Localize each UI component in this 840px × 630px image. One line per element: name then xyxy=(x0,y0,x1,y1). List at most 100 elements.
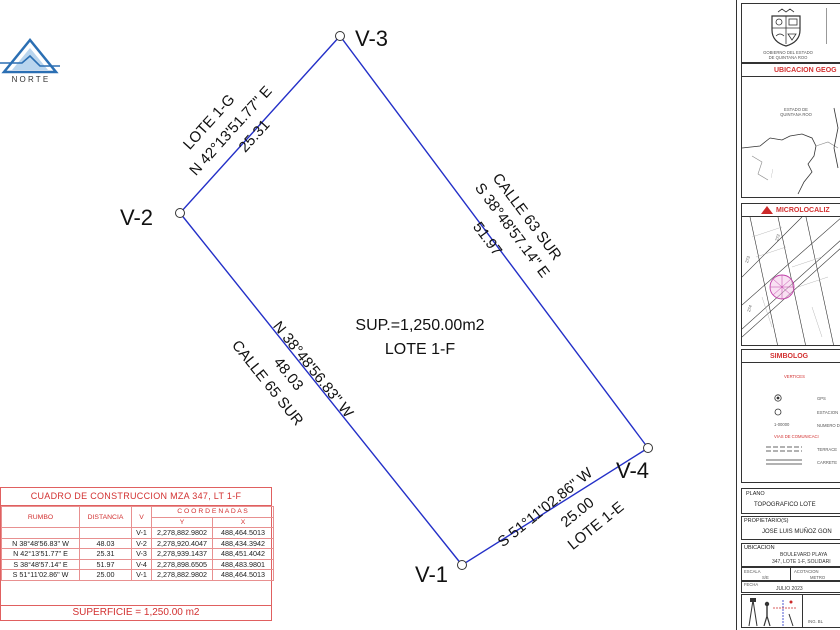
construction-table-grid: RUMBO DISTANCIA V C O O R D E N A D A S … xyxy=(1,506,275,581)
vertex-marker-v2 xyxy=(175,208,185,218)
propietario-label: PROPIETARIO(S) xyxy=(744,518,789,524)
header-x: X xyxy=(211,516,275,528)
cell-y: 2,278,920.4047 xyxy=(151,537,213,549)
gov-seal-panel: GOBIERNO DEL ESTADO DE QUINTANA ROO xyxy=(741,3,840,63)
construction-table: CUADRO DE CONSTRUCCION MZA 347, LT 1-F R… xyxy=(0,487,275,621)
cell-x: 488,464.5013 xyxy=(211,527,275,539)
cell-distancia: 25.00 xyxy=(79,569,132,581)
table-row: N 38°48'56.83" W 48.03 V-2 2,278,920.404… xyxy=(1,537,275,549)
vertex-marker-v3 xyxy=(335,31,345,41)
construction-table-title: CUADRO DE CONSTRUCCION MZA 347, LT 1-F xyxy=(1,488,271,506)
vertex-label-v2: V-2 xyxy=(120,205,153,230)
fecha-box: FECHA JULIO 2023 xyxy=(741,581,840,593)
ubicacion-title: UBICACION GEOG xyxy=(774,67,837,74)
symbol-label-number: NUMERO D xyxy=(817,423,840,428)
ubicacion-value-line2: 347, LOTE 1-F, SOLIDARI xyxy=(772,559,831,565)
micro-map xyxy=(742,217,840,345)
area-label: SUP.=1,250.00m2 xyxy=(355,317,484,334)
vertex-label-v1: V-1 xyxy=(415,562,448,587)
plano-value: TOPOGRAFICO LOTE xyxy=(754,502,816,508)
fecha-value: JULIO 2023 xyxy=(776,586,803,592)
surveyor-photo-icon xyxy=(748,598,797,627)
micro-marker-icon xyxy=(761,206,773,214)
cell-vertex: V-1 xyxy=(131,527,152,539)
cell-vertex: V-4 xyxy=(131,558,152,570)
cell-y: 2,278,882.9802 xyxy=(151,569,213,581)
estado-label: ESTADO DE QUINTANA ROO xyxy=(780,107,812,117)
vertex-label-v4: V-4 xyxy=(616,458,649,483)
vias-label: VIAS DE COMUNICACI xyxy=(774,434,819,439)
fecha-label: FECHA xyxy=(744,582,759,587)
header-distancia: DISTANCIA xyxy=(79,506,132,528)
acotacion-label: ACOTACION xyxy=(794,569,819,574)
escala-label: ESCALA xyxy=(744,569,761,574)
cell-distancia: 25.31 xyxy=(79,548,132,560)
propietario-value: JOSE LUIS MUÑOZ GON xyxy=(762,529,832,535)
road-highway-icon xyxy=(766,459,802,465)
cell-y: 2,278,882.9802 xyxy=(151,527,213,539)
gov-caption: GOBIERNO DEL ESTADO DE QUINTANA ROO xyxy=(763,50,813,60)
lot-label: LOTE 1-F xyxy=(385,341,455,358)
plano-box: PLANO TOPOGRAFICO LOTE xyxy=(741,488,840,514)
road-label-carretera: CARRETE xyxy=(817,460,838,465)
company-logo: NORTE xyxy=(0,38,60,84)
cell-vertex: V-1 xyxy=(131,569,152,581)
symbol-label-gps: GPS xyxy=(817,396,826,401)
engineer-box: ING. BL xyxy=(741,594,840,628)
header-rumbo: RUMBO xyxy=(1,506,80,528)
acotacion-value: METRO xyxy=(810,575,826,580)
seal-divider xyxy=(826,8,840,44)
cell-distancia: 51.97 xyxy=(79,558,132,570)
symbol-label-station: ESTACION xyxy=(817,410,839,415)
simbologia-title: SIMBOLOG xyxy=(770,353,809,360)
station-symbol-icon xyxy=(774,408,782,416)
plano-label: PLANO xyxy=(746,491,765,497)
micro-location-panel: MICROLOCALIZ 272 273 xyxy=(741,203,840,346)
table-row: S 51°11'02.86" W 25.00 V-1 2,278,882.980… xyxy=(1,569,275,581)
cell-rumbo xyxy=(1,527,80,539)
cell-vertex: V-2 xyxy=(131,537,152,549)
lot-plan-drawing: NORTE V-1 V-2 V-3 V-4 SUP.=1,250.00m2 LO… xyxy=(0,26,653,587)
cell-y: 2,278,939.1437 xyxy=(151,548,213,560)
cell-rumbo: N 42°13'51.77" E xyxy=(1,548,80,560)
cell-x: 488,464.5013 xyxy=(211,569,275,581)
vertex-marker-v4 xyxy=(643,443,653,453)
symbol-sample-number: 1-00000 xyxy=(774,422,790,427)
road-label-terracería: TERRACE xyxy=(817,447,838,452)
vertex-marker-v1 xyxy=(457,560,467,570)
table-row: N 42°13'51.77" E 25.31 V-3 2,278,939.143… xyxy=(1,548,275,560)
cell-distancia xyxy=(79,527,132,539)
cell-y: 2,278,898.6505 xyxy=(151,558,213,570)
escala-box: ESCALA S/E ACOTACION METRO xyxy=(741,567,840,581)
escala-value: S/E xyxy=(762,575,769,580)
state-seal-icon xyxy=(771,8,801,47)
ubicacion-label: UBICACION xyxy=(744,545,775,551)
superficie-total: SUPERFICIE = 1,250.00 m2 xyxy=(1,605,271,620)
cell-vertex: V-3 xyxy=(131,548,152,560)
gps-symbol-icon xyxy=(774,394,782,402)
header-coordenadas: C O O R D E N A D A S xyxy=(150,506,275,518)
road-dirt-icon xyxy=(766,446,802,452)
ubicacion-box: UBICACION BOULEVARD PLAYA 347, LOTE 1-F,… xyxy=(741,543,840,567)
title-divider xyxy=(742,76,840,77)
title-block: GOBIERNO DEL ESTADO DE QUINTANA ROO UBIC… xyxy=(736,0,840,630)
header-v: V xyxy=(131,506,152,528)
cell-rumbo: S 51°11'02.86" W xyxy=(1,569,80,581)
micro-title: MICROLOCALIZ xyxy=(776,207,830,214)
box-divider xyxy=(802,595,803,627)
logo-text: NORTE xyxy=(12,75,51,84)
geo-location-panel: UBICACION GEOG ESTADO DE QUINTANA ROO ——… xyxy=(741,63,840,198)
title-divider xyxy=(742,216,840,217)
cell-x: 488,434.3942 xyxy=(211,537,275,549)
title-divider xyxy=(742,362,840,363)
cell-rumbo: S 38°48'57.14" E xyxy=(1,558,80,570)
vertex-label-v3: V-3 xyxy=(355,26,388,51)
header-y: Y xyxy=(151,516,213,528)
ubicacion-value-line1: BOULEVARD PLAYA xyxy=(780,552,828,558)
state-map-icon: ——— xyxy=(742,107,839,195)
box-divider xyxy=(790,568,791,580)
table-row: V-1 2,278,882.9802 488,464.5013 xyxy=(1,527,275,539)
symbology-panel: SIMBOLOG VERTICES GPS ESTACION 1-00000 N… xyxy=(741,349,840,483)
map-decorative-text: ——— xyxy=(769,169,775,179)
